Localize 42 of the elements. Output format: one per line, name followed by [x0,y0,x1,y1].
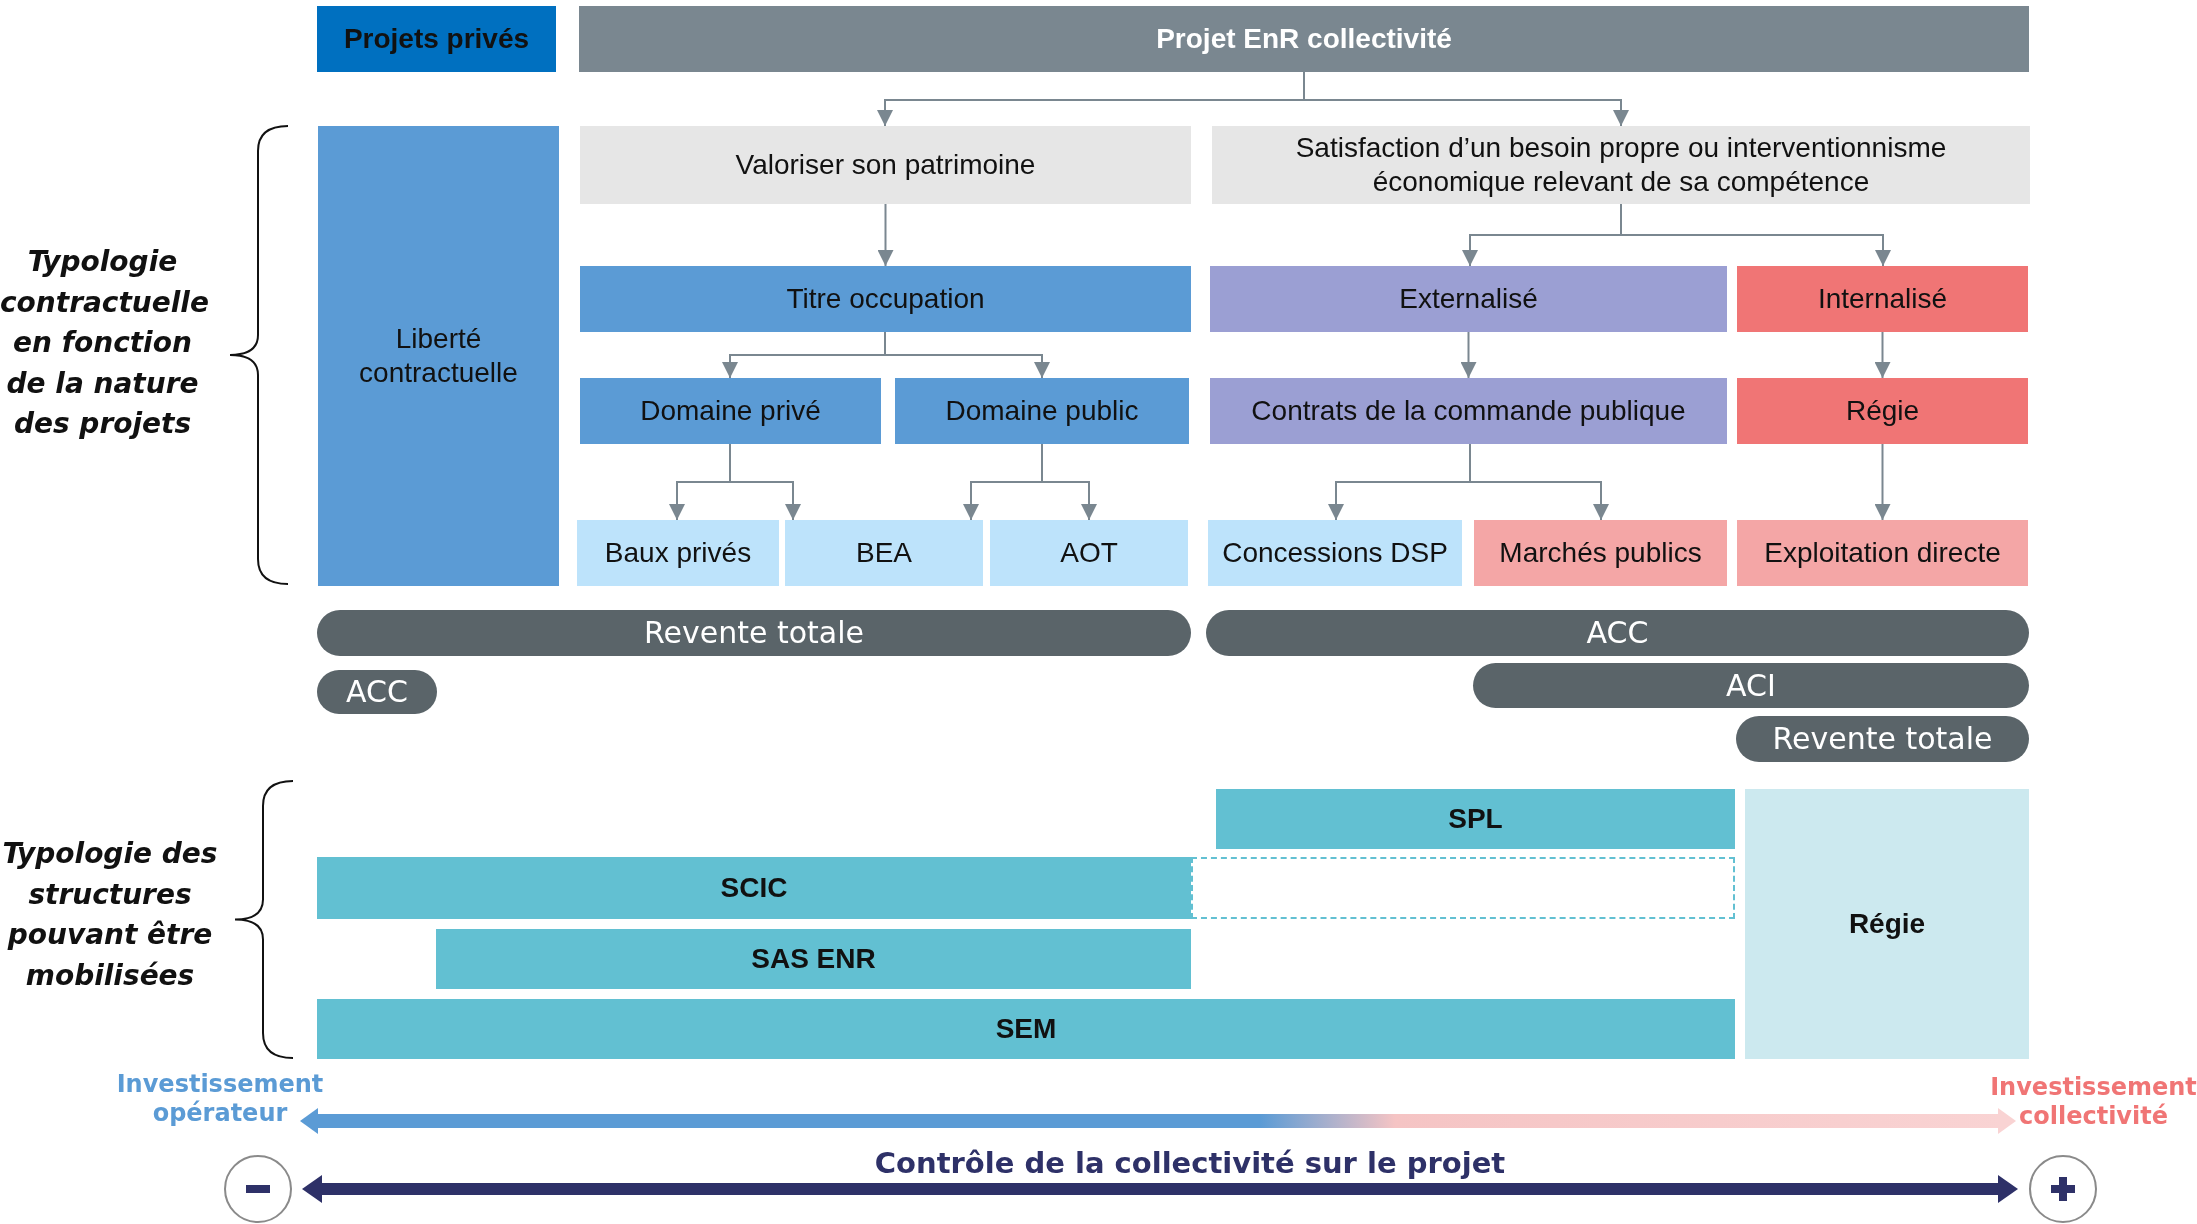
process-box: Internalisé [1737,266,2028,332]
leaf-box: Concessions DSP [1208,520,1462,586]
arrow [729,443,801,521]
process-box: Satisfaction d’un besoin propre ou interventionnisme économique relevant de sa compétence [1212,126,2030,204]
axis-label: Investissement collectivité [1990,1073,2197,1131]
leaf-box: Baux privés [577,520,779,586]
category-box: Projets privés [317,6,556,72]
arrow [1620,203,1891,267]
leaf-box: Marchés publics [1474,520,1727,586]
arrow [1041,443,1097,521]
arrow [1303,71,1629,127]
axis-label: Contrôle de la collectivité sur le projet [873,1146,1507,1181]
arrow [1460,331,1477,379]
process-box: Domaine public [895,378,1189,444]
range-pill: ACC [317,670,437,714]
arrow [1874,443,1891,521]
range-pill: ACI [1473,663,2029,708]
arrow [1874,331,1891,379]
process-box: Domaine privé [580,378,881,444]
range-pill: Revente totale [1736,716,2029,762]
arrow [1469,443,1609,521]
arrow [877,203,894,267]
process-box: Externalisé [1210,266,1727,332]
structure-bar: SAS ENR [436,929,1191,989]
bracket-label: Typologie des structures pouvant être mobilisées [1,836,219,994]
process-box: Valoriser son patrimoine [580,126,1191,204]
process-box: Régie [1737,378,2028,444]
leaf-box: AOT [990,520,1188,586]
header-bar: Projet EnR collectivité [579,6,2029,72]
structure-bar: SPL [1216,789,1735,849]
structure-panel: Régie [1745,789,2029,1059]
range-pill: ACC [1206,610,2029,656]
dashed-extension-box [1191,857,1735,919]
axis-label: Investissement opérateur [115,1070,325,1128]
process-box: Titre occupation [580,266,1191,332]
structure-bar: SCIC [317,857,1191,919]
category-column: Liberté contractuelle [318,126,559,586]
leaf-box: Exploitation directe [1737,520,2028,586]
leaf-box: BEA [785,520,983,586]
structure-bar: SEM [317,999,1735,1059]
range-pill: Revente totale [317,610,1191,656]
process-box: Contrats de la commande publique [1210,378,1727,444]
